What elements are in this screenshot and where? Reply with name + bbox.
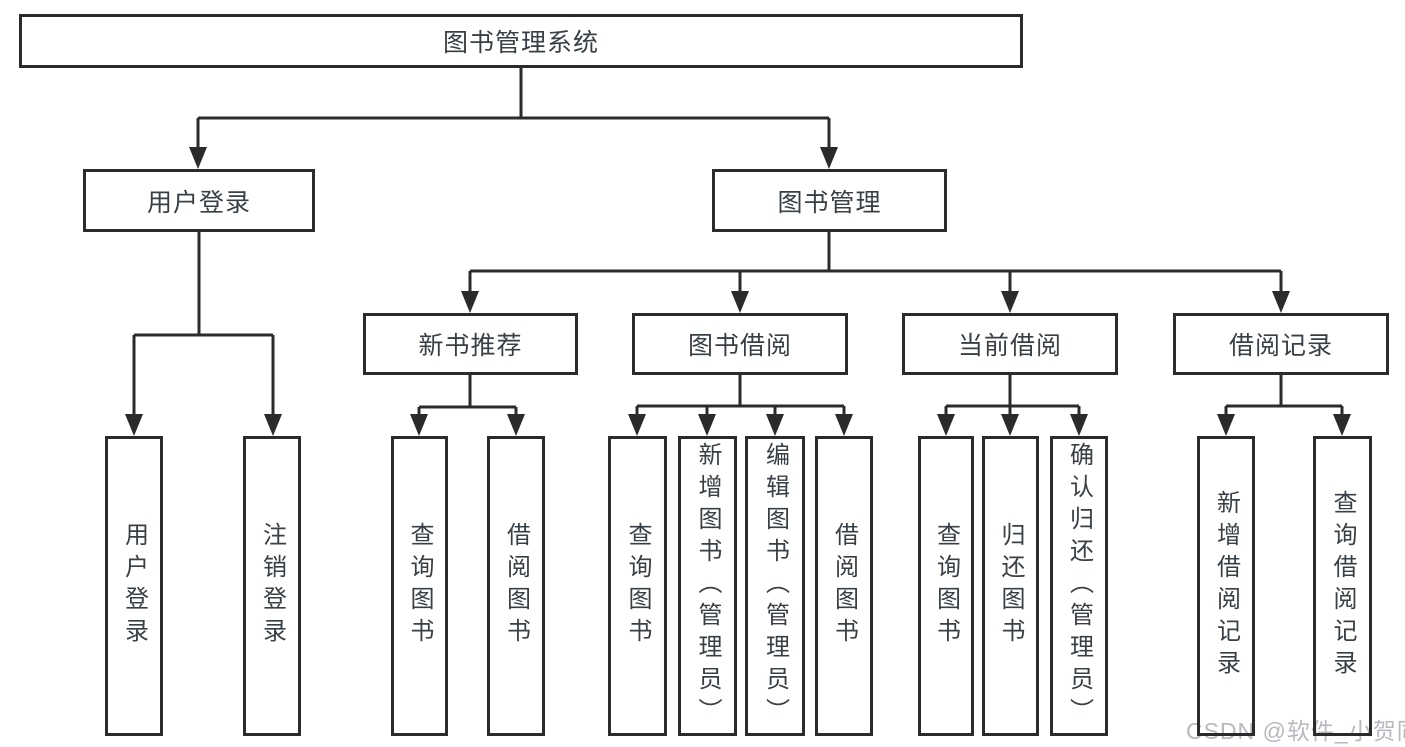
leaf-query-borrow-record: 查询借阅记录 (1313, 436, 1372, 736)
arrowhead (766, 414, 784, 436)
leaf-user-login: 用户登录 (105, 436, 163, 736)
leaf-logout: 注销登录 (243, 436, 301, 736)
leaf-confirm-return-admin: 确认归还（管理员） (1050, 436, 1108, 736)
arrowhead (1070, 414, 1088, 436)
leaf-borrow-books-1: 借阅图书 (487, 436, 545, 736)
arrowhead (507, 414, 525, 436)
node-new-book-recommend: 新书推荐 (363, 313, 578, 375)
arrowhead (937, 414, 955, 436)
arrowhead (1217, 414, 1235, 436)
arrowhead (125, 414, 143, 436)
leaf-edit-books-admin: 编辑图书（管理员） (745, 436, 805, 736)
csdn-watermark: CSDN @软件_小贺同学 (1186, 718, 1405, 744)
node-borrow-records: 借阅记录 (1173, 313, 1389, 375)
arrowhead (410, 414, 428, 436)
node-current-borrow: 当前借阅 (902, 313, 1118, 375)
arrowhead (628, 414, 646, 436)
arrowhead (731, 291, 749, 313)
arrowhead (264, 414, 282, 436)
arrowhead (820, 147, 838, 169)
arrowhead (189, 147, 207, 169)
node-book-borrow: 图书借阅 (632, 313, 848, 375)
leaf-query-books-2: 查询图书 (608, 436, 667, 736)
leaf-return-books: 归还图书 (982, 436, 1039, 736)
arrowhead (698, 414, 716, 436)
leaf-add-books-admin: 新增图书（管理员） (678, 436, 737, 736)
leaf-query-books-3: 查询图书 (918, 436, 974, 736)
arrowhead (1272, 291, 1290, 313)
leaf-borrow-books-2: 借阅图书 (815, 436, 873, 736)
arrowhead (835, 414, 853, 436)
arrowhead (1001, 291, 1019, 313)
node-root-library-system: 图书管理系统 (19, 14, 1023, 68)
arrowhead (1001, 414, 1019, 436)
leaf-add-borrow-record: 新增借阅记录 (1197, 436, 1255, 736)
leaf-query-books-1: 查询图书 (391, 436, 448, 736)
node-book-management: 图书管理 (712, 169, 947, 232)
node-user-login: 用户登录 (83, 169, 315, 232)
arrowhead (461, 291, 479, 313)
arrowhead (1333, 414, 1351, 436)
